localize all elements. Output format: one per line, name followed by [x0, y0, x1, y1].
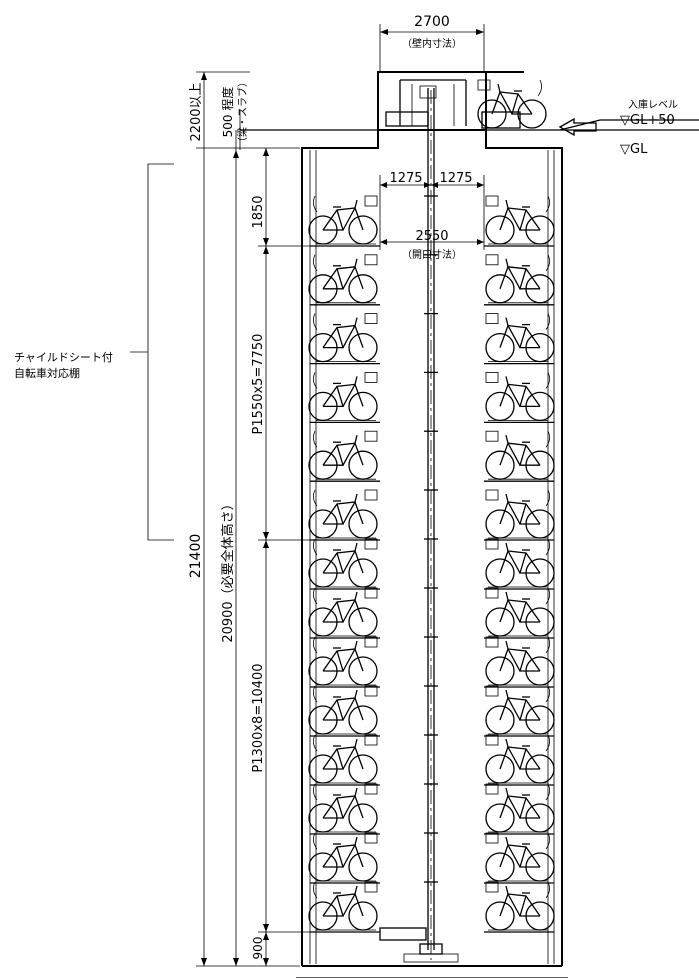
bicycle-right	[485, 783, 555, 833]
tier-3	[308, 313, 555, 365]
tier-10	[308, 685, 555, 737]
bicycle-left	[308, 685, 378, 735]
slab-note: （梁・スラブ）	[236, 77, 249, 147]
bicycle-left	[308, 371, 378, 422]
pitch-upper: P1550x5=7750	[251, 334, 266, 435]
bicycle-left	[308, 195, 378, 245]
dimension-lines	[130, 24, 485, 967]
bicycle-right	[485, 587, 555, 637]
tier-8	[308, 587, 555, 639]
entry-label: 入庫レベル	[628, 98, 678, 111]
opening-width: 2550	[415, 229, 448, 244]
bicycle-right	[485, 832, 555, 882]
total-height: 21400	[188, 534, 204, 579]
bicycle-right	[485, 636, 555, 686]
rack-note-line1: チャイルドシート付	[14, 351, 113, 364]
required-height: 20900（必要全体高さ）	[220, 497, 236, 642]
ground-level: ▽GL	[620, 142, 648, 157]
tier-6	[308, 489, 555, 541]
slab-label: 500 程度	[220, 87, 235, 138]
pitch-lower: P1300x8=10400	[251, 663, 266, 772]
half-width-right: 1275	[439, 171, 472, 186]
annotations: 2700 （壁内寸法） 2200以上 500 程度 （梁・スラブ） 21400 …	[14, 14, 678, 959]
min-depth-label: 2200以上	[189, 82, 204, 141]
tier-14	[308, 881, 555, 933]
column-markers	[424, 195, 438, 883]
entry-arrow	[558, 117, 597, 137]
shaft-wall-right	[485, 130, 563, 966]
bicycle-left	[308, 538, 378, 588]
bicycle-left	[308, 313, 378, 363]
tier-12	[308, 783, 555, 835]
tier-9	[308, 636, 555, 688]
entry-level: ▽GL+50	[620, 113, 675, 128]
bicycle-left	[308, 430, 378, 480]
bicycle-right	[485, 195, 555, 245]
bicycle-left	[308, 832, 378, 882]
tier-2	[308, 254, 555, 306]
structure	[240, 71, 699, 978]
entry-bicycle-shape	[477, 79, 547, 129]
entry-bicycle	[477, 79, 547, 129]
bicycle-left	[308, 636, 378, 686]
bicycle-left	[308, 489, 378, 539]
bottom-carriage	[379, 927, 427, 941]
bicycle-right	[485, 489, 555, 539]
tier-4	[308, 371, 555, 424]
bicycle-left	[308, 783, 378, 833]
bicycle-right	[485, 430, 555, 480]
entry-carriage-left	[385, 111, 429, 127]
pitch-top: 1850	[251, 195, 266, 228]
tier-11	[308, 734, 555, 786]
entry-ground-line	[480, 119, 699, 131]
half-width-left: 1275	[389, 171, 422, 186]
tier-7	[308, 538, 555, 590]
bicycle-left	[308, 881, 378, 931]
bicycle-right	[485, 313, 555, 363]
pitch-bottom: 900	[251, 937, 265, 960]
tier-13	[308, 832, 555, 884]
bicycle-left	[308, 587, 378, 637]
storage-tiers	[308, 195, 555, 933]
bicycle-left	[308, 254, 378, 304]
rack-note-line2: 自転車対応棚	[14, 366, 80, 380]
bicycle-right	[485, 371, 555, 422]
opening-note: （開口寸法）	[402, 248, 462, 261]
bicycle-right	[485, 685, 555, 735]
entry-housing	[377, 71, 487, 131]
bicycle-right	[485, 734, 555, 784]
tier-5	[308, 430, 555, 482]
bicycle-right	[485, 881, 555, 931]
bicycle-right	[485, 538, 555, 588]
lift-foot	[403, 953, 459, 963]
shaft-wall-left	[301, 130, 379, 966]
tier-1	[308, 195, 555, 247]
bicycle-right	[485, 254, 555, 304]
top-width-value: 2700	[414, 14, 450, 30]
top-width-note: （壁内寸法）	[402, 37, 462, 50]
bicycle-left	[308, 734, 378, 784]
